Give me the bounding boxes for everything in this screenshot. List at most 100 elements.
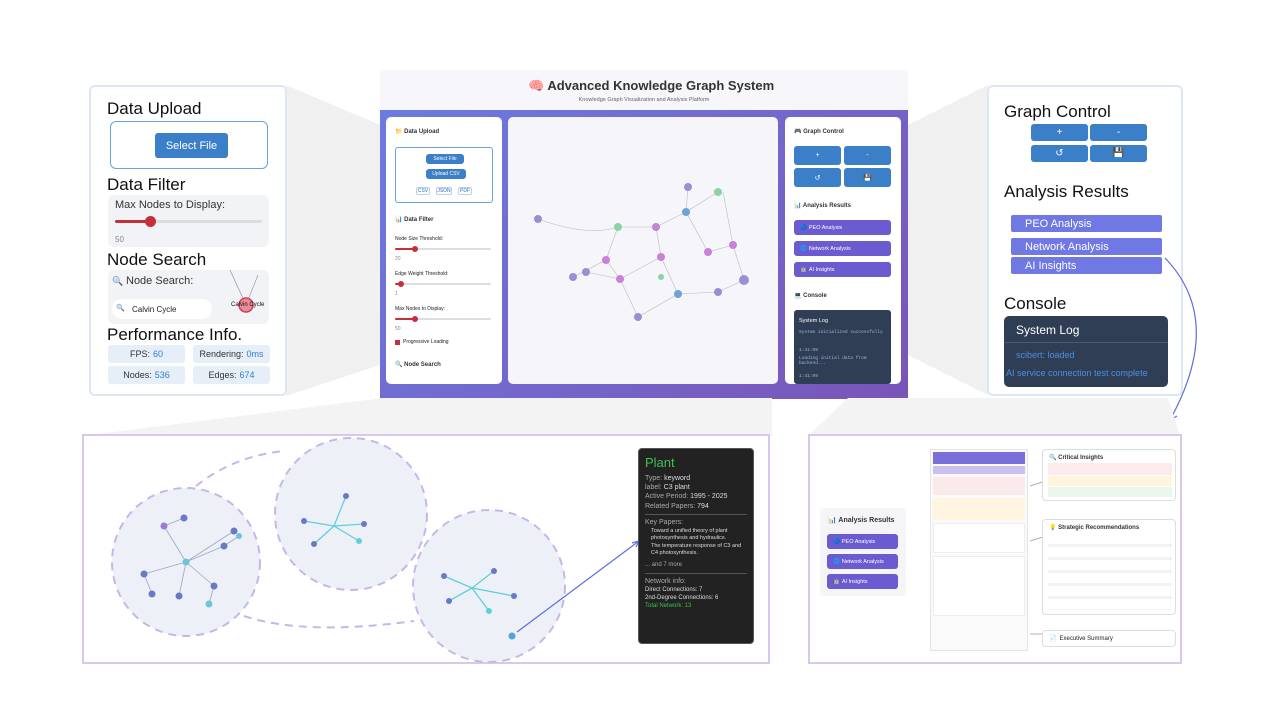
app-title: Advanced Knowledge Graph System bbox=[547, 78, 775, 93]
popup-period-row: Active Period: 1995 - 2025 bbox=[645, 493, 728, 501]
tag-csv: CSV bbox=[416, 187, 430, 195]
report-warning bbox=[933, 498, 1025, 520]
system-log-title: System Log bbox=[1016, 323, 1080, 337]
select-file-button[interactable]: Select File bbox=[155, 133, 228, 158]
zoom-shadow-bottom-right bbox=[808, 398, 1180, 436]
perf-title: Performance Info. bbox=[107, 325, 243, 344]
report-header bbox=[933, 452, 1025, 464]
popup-type-row: Type: keyword bbox=[645, 474, 691, 482]
insight-green bbox=[1048, 487, 1172, 497]
mini-zoom-in-button[interactable]: + bbox=[794, 146, 841, 165]
mini-peo-button[interactable]: 🔵 PEO Analysis bbox=[794, 220, 891, 235]
mini-upload-box[interactable]: Select File Upload CSV CSV JSON PDF bbox=[395, 147, 493, 203]
mini-upload-csv-button[interactable]: Upload CSV bbox=[426, 169, 466, 179]
search-box: 🔍 Node Search: Calvin Cycle 🔍 Calvin Cyc… bbox=[108, 269, 269, 324]
report-table bbox=[933, 523, 1025, 553]
main-graph-svg bbox=[534, 183, 749, 321]
size-threshold-value: 20 bbox=[395, 256, 401, 262]
popup-key-papers-label: Key Papers: bbox=[645, 519, 684, 527]
strategic-title: 💡 Strategic Recommendations bbox=[1049, 525, 1140, 531]
console-box: System Log scibert: loaded AI service co… bbox=[1004, 316, 1168, 387]
graph-canvas[interactable] bbox=[508, 117, 778, 384]
search-icon: 🔍 bbox=[112, 276, 124, 286]
search-input-icon: 🔍 bbox=[116, 305, 125, 312]
weight-threshold-slider[interactable] bbox=[395, 281, 491, 287]
control-title: Graph Control bbox=[1004, 102, 1111, 121]
analysis-buttons-box: 📊 Analysis Results 🔵 PEO Analysis 🌐 Netw… bbox=[820, 508, 906, 596]
mini-filter-title: 📊 Data Filter bbox=[395, 217, 434, 223]
popup-direct: Direct Connections: 7 bbox=[645, 586, 703, 593]
app-header: 🧠 Advanced Knowledge Graph System Knowle… bbox=[380, 70, 908, 110]
network-analysis-button[interactable]: Network Analysis bbox=[1011, 238, 1162, 255]
main-app-window: 🧠 Advanced Knowledge Graph System Knowle… bbox=[380, 70, 908, 399]
ai-insights-button[interactable]: AI Insights bbox=[1011, 257, 1162, 274]
zoom-in-button[interactable]: + bbox=[1031, 124, 1088, 141]
mini-max-nodes-slider[interactable] bbox=[395, 316, 491, 322]
search-input[interactable]: Calvin Cycle bbox=[112, 299, 212, 319]
render-stat: Rendering:0ms bbox=[193, 345, 270, 363]
analysis-network-button[interactable]: 🌐 Network Analysis bbox=[827, 554, 898, 569]
mini-network-button[interactable]: 🌐 Network Analysis bbox=[794, 241, 891, 256]
analysis-ai-button[interactable]: 🤖 AI Insights bbox=[827, 574, 898, 589]
log-line-4: 1:41:09 bbox=[799, 374, 818, 379]
popup-label-row: label: C3 plant bbox=[645, 483, 690, 491]
mini-max-nodes-value: 50 bbox=[395, 326, 401, 332]
tag-pdf: PDF bbox=[458, 187, 472, 195]
mini-console: System Log System initialized successful… bbox=[794, 310, 891, 384]
search-input-value: Calvin Cycle bbox=[132, 304, 177, 314]
left-sidebar: 📁 Data Upload Select File Upload CSV CSV… bbox=[386, 117, 502, 384]
zoom-out-button[interactable]: - bbox=[1090, 124, 1147, 141]
max-nodes-value: 50 bbox=[115, 235, 124, 244]
search-label: Node Search: bbox=[126, 275, 194, 287]
popup-divider bbox=[645, 514, 747, 516]
reset-button[interactable]: ↺ bbox=[1031, 145, 1088, 162]
search-node-preview bbox=[229, 269, 259, 313]
popup-paper-2: The temperature response of C3 and C4 ph… bbox=[651, 542, 742, 556]
size-threshold-slider[interactable] bbox=[395, 246, 491, 252]
save-button[interactable]: 💾 bbox=[1090, 145, 1147, 162]
critical-insights-title: 🔍 Critical Insights bbox=[1049, 455, 1104, 461]
mini-zoom-out-button[interactable]: - bbox=[844, 146, 891, 165]
insight-yellow bbox=[1048, 476, 1172, 486]
render-value: 0ms bbox=[246, 349, 264, 359]
console-title: Console bbox=[1004, 294, 1067, 313]
filter-title: Data Filter bbox=[107, 175, 186, 194]
analysis-box-title: 📊 Analysis Results bbox=[828, 517, 895, 524]
zoom-shadow-left bbox=[286, 85, 380, 396]
mini-analysis-title: 📊 Analysis Results bbox=[794, 203, 851, 209]
log-line-2: 1:41:09 bbox=[799, 348, 818, 353]
popup-divider-2 bbox=[645, 572, 747, 574]
zoom-shadow-right bbox=[908, 85, 988, 395]
report-alert bbox=[933, 477, 1025, 495]
upload-dropzone[interactable]: Select File bbox=[110, 121, 268, 169]
max-nodes-label: Max Nodes to Display: bbox=[115, 199, 226, 211]
progressive-loading-checkbox[interactable]: Progressive Loading bbox=[395, 339, 449, 345]
search-title: Node Search bbox=[107, 250, 207, 269]
zoom-shadow-bottom-left bbox=[82, 398, 772, 436]
max-nodes-slider[interactable] bbox=[115, 216, 262, 227]
right-zoom-panel: Graph Control + - ↺ 💾 Analysis Results P… bbox=[987, 85, 1183, 396]
search-node-label: Calvin Cycle bbox=[231, 302, 265, 308]
brain-icon: 🧠 bbox=[528, 78, 545, 93]
executive-summary-card[interactable]: 📄 Executive Summary bbox=[1042, 630, 1176, 647]
mini-reset-button[interactable]: ↺ bbox=[794, 168, 841, 187]
mini-ai-button[interactable]: 🤖 AI Insights bbox=[794, 262, 891, 277]
mini-save-button[interactable]: 💾 bbox=[844, 168, 891, 187]
peo-analysis-button[interactable]: PEO Analysis bbox=[1011, 215, 1162, 232]
mini-system-log: System Log bbox=[799, 318, 829, 324]
log-line-ai-service: AI service connection test complete bbox=[1006, 368, 1148, 378]
critical-insights-card: 🔍 Critical Insights bbox=[1042, 449, 1176, 501]
mini-select-file-button[interactable]: Select File bbox=[426, 154, 464, 164]
log-line-1: System initialized successfully bbox=[799, 330, 883, 335]
report-preview bbox=[930, 449, 1028, 651]
app-subtitle: Knowledge Graph Visualization and Analys… bbox=[578, 97, 710, 103]
analysis-peo-button[interactable]: 🔵 PEO Analysis bbox=[827, 534, 898, 549]
cluster-graphs-svg bbox=[111, 437, 640, 663]
popup-papers-row: Related Papers: 794 bbox=[645, 502, 709, 510]
popup-total: Total Network: 13 bbox=[645, 603, 692, 610]
graph-zoom-panel: Plant Type: keyword label: C3 plant Acti… bbox=[82, 434, 770, 664]
mini-control-title: 🎮 Graph Control bbox=[794, 129, 844, 135]
analysis-title: Analysis Results bbox=[1004, 182, 1129, 201]
edges-label: Edges: bbox=[208, 370, 237, 380]
popup-second: 2nd-Degree Connections: 6 bbox=[645, 595, 719, 602]
